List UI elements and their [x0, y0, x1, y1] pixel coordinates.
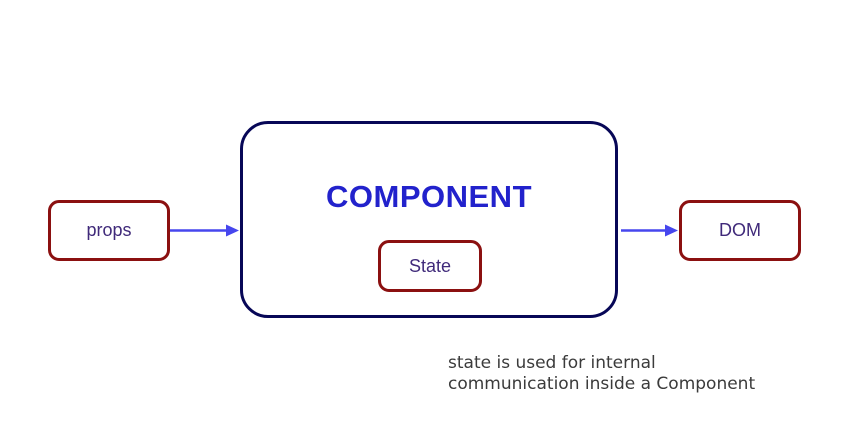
- state-box: State: [378, 240, 482, 292]
- dom-label: DOM: [719, 220, 761, 240]
- component-box: COMPONENT State: [240, 121, 618, 318]
- caption-line-1: state is used for internal: [448, 353, 656, 373]
- props-label: props: [86, 220, 132, 240]
- dom-box: DOM: [679, 200, 801, 261]
- caption-line-2: communication inside a Component: [448, 374, 756, 394]
- component-label: COMPONENT: [326, 179, 532, 214]
- state-label: State: [408, 255, 452, 276]
- props-to-component-arrow-icon: [170, 224, 239, 237]
- props-box: props: [48, 200, 170, 261]
- component-to-dom-arrow-icon: [621, 224, 678, 237]
- caption: state is used for internal communication…: [448, 353, 755, 395]
